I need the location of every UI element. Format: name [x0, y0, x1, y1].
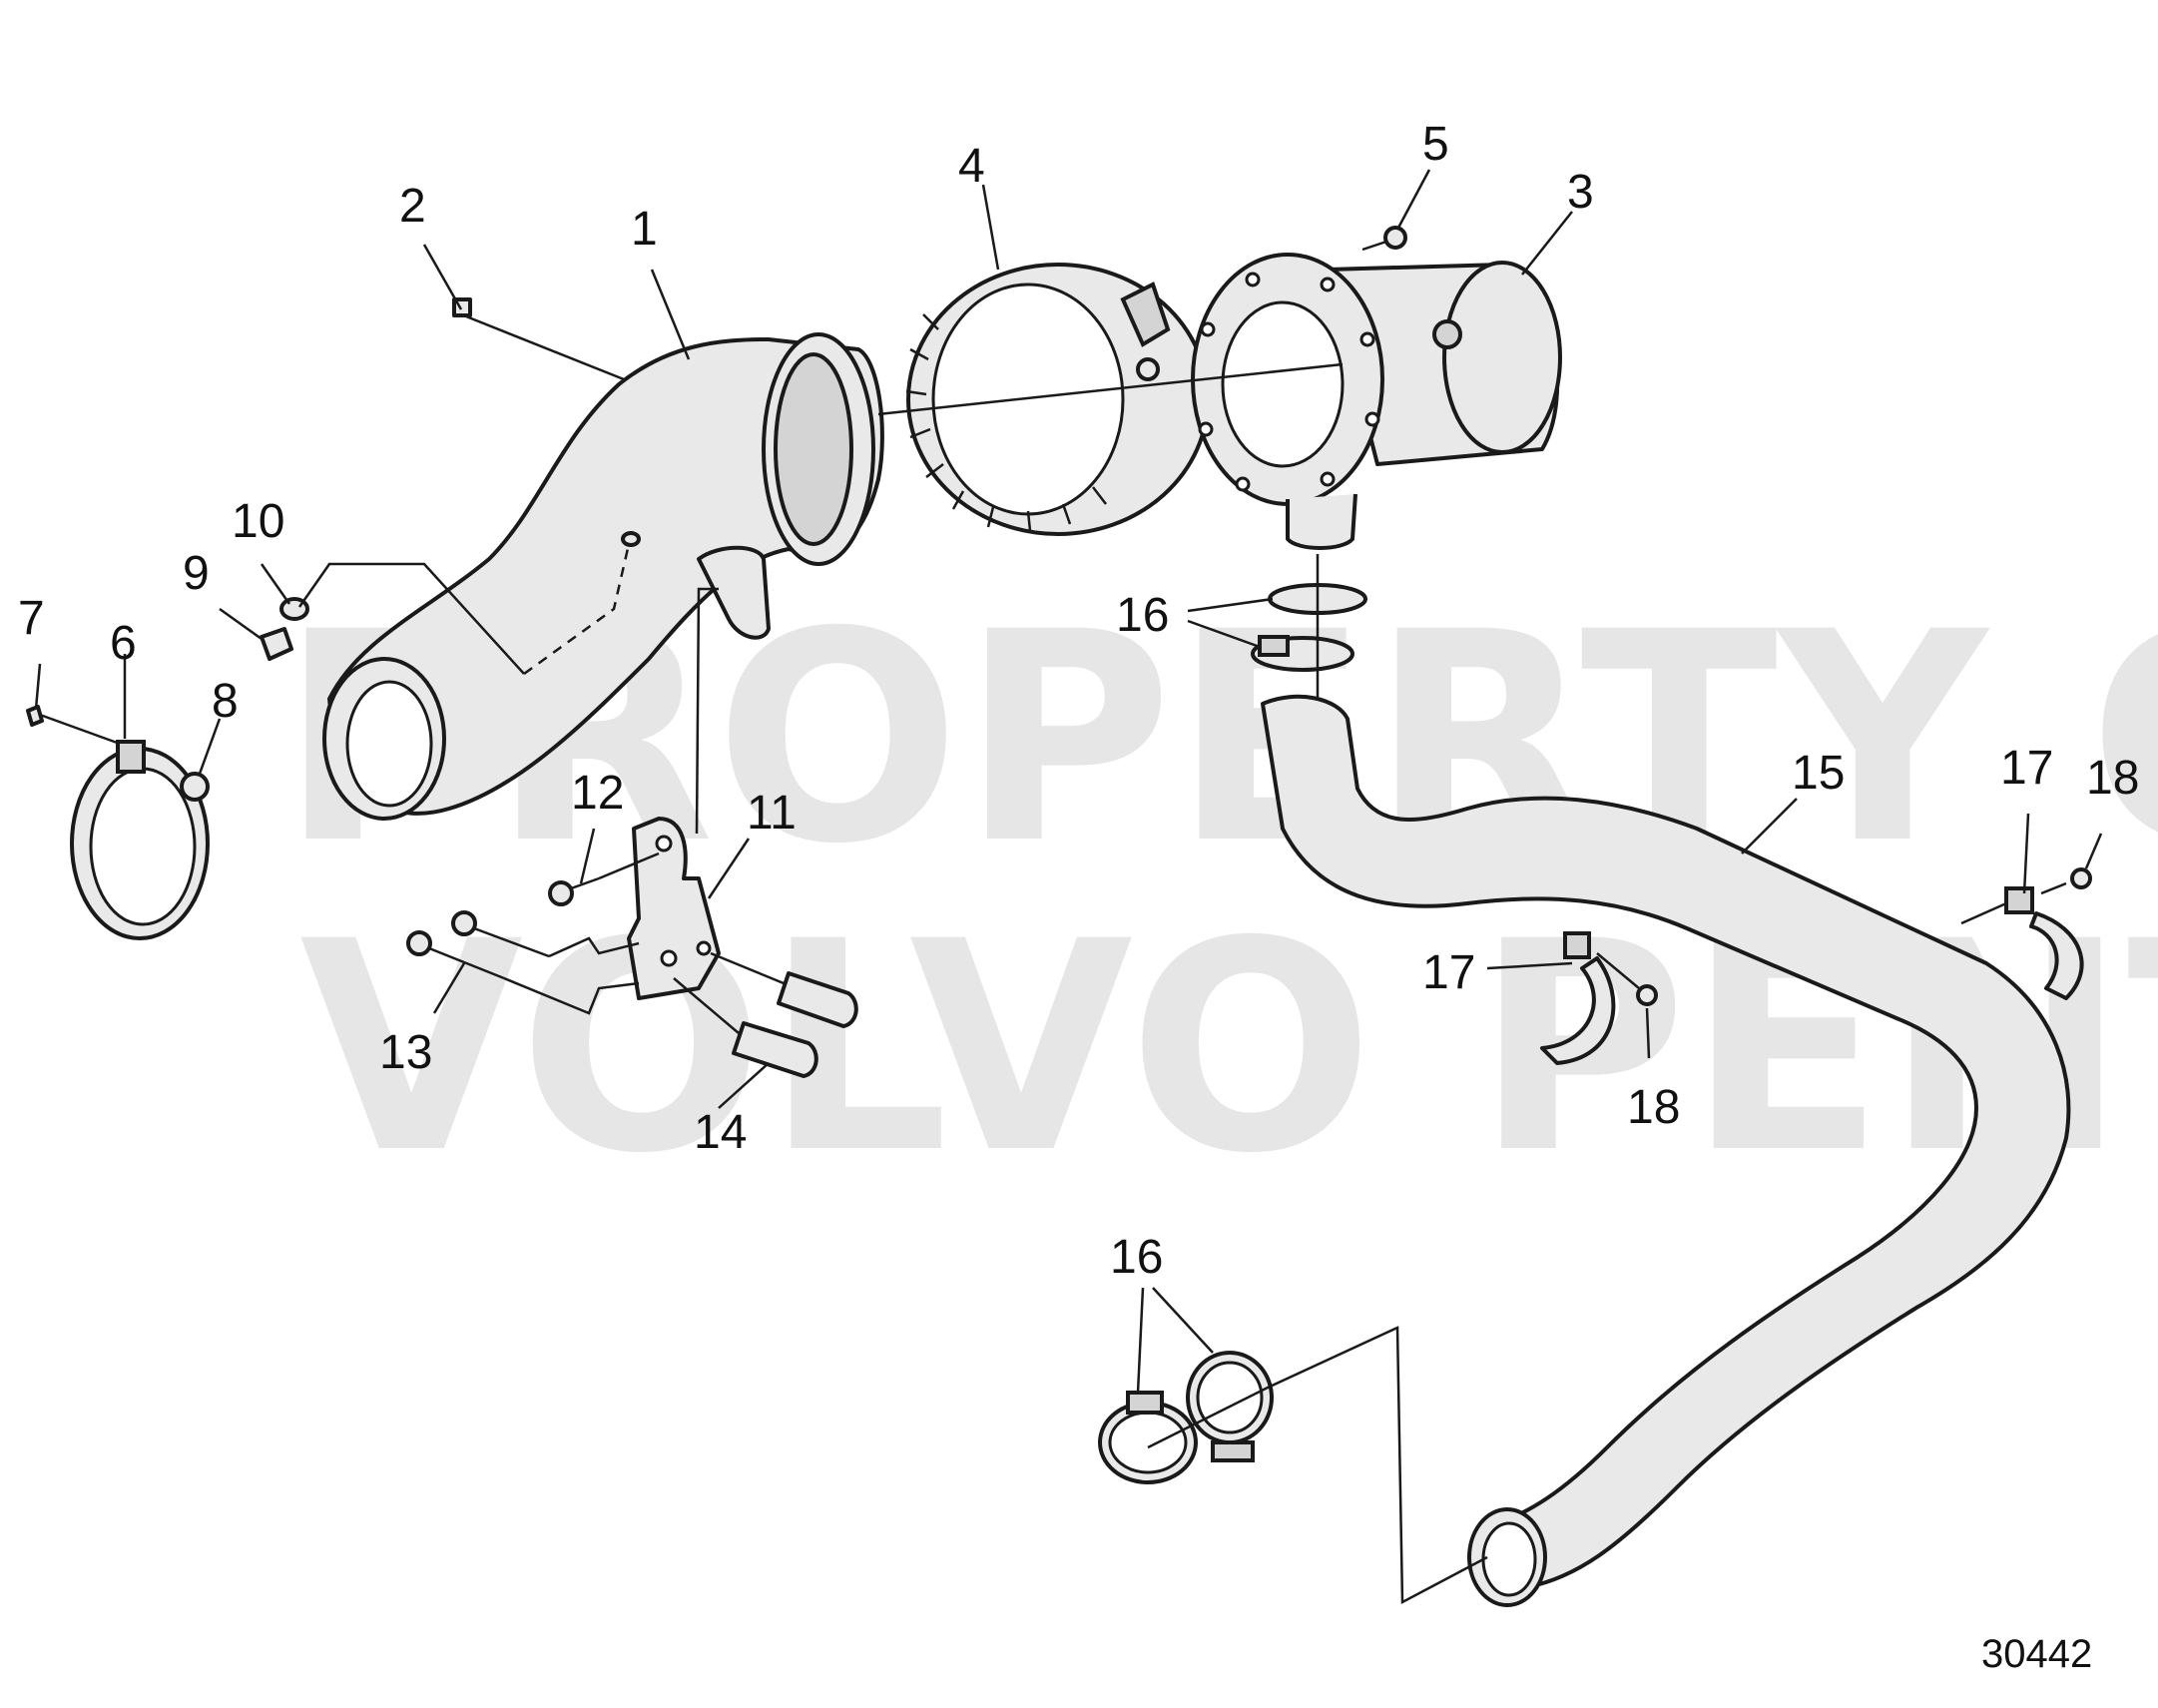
- part-5-screw: [1361, 226, 1407, 252]
- callout-2: 2: [399, 180, 426, 233]
- callout-15: 15: [1792, 747, 1845, 800]
- part-1-elbow-pipe: [322, 332, 884, 821]
- assembly-axis-upper: [877, 362, 1344, 416]
- callout-16-upper: 16: [1116, 589, 1169, 642]
- callout-14: 14: [694, 1106, 747, 1159]
- callout-12: 12: [571, 767, 624, 820]
- callouts: 1 2 3 4 5 6 7 8 9 10 11 12 13 14 15 16 1…: [18, 118, 2139, 1284]
- callout-8: 8: [212, 675, 239, 728]
- callout-18-right: 18: [2086, 752, 2139, 805]
- part-17-clip-left: [1540, 931, 1616, 1065]
- part-14-spacers: [673, 951, 858, 1078]
- callout-10: 10: [232, 495, 284, 548]
- part-18-screw-right: [2040, 867, 2092, 895]
- part-13-bolts: [406, 910, 640, 1015]
- part-4-finned-ring: [905, 263, 1210, 536]
- callout-11: 11: [747, 787, 797, 840]
- part-15-hose: [1261, 694, 2071, 1607]
- part-12-bolt: [548, 852, 660, 906]
- leader-lines: [34, 169, 2103, 1394]
- callout-7: 7: [18, 592, 45, 645]
- callout-17-right: 17: [2000, 742, 2053, 795]
- callout-3: 3: [1567, 166, 1594, 219]
- part-9-plug: [260, 627, 293, 661]
- part-3-cylinder-housing: [1191, 253, 1562, 550]
- callout-18-lower: 18: [1627, 1081, 1680, 1134]
- part-18-screw-left: [1596, 952, 1658, 1006]
- callout-4: 4: [958, 140, 985, 193]
- part-17-clip-right: [1960, 886, 2084, 1000]
- callout-13: 13: [379, 1026, 432, 1079]
- part-6-v-band-clamp: [70, 740, 210, 940]
- part-7-bolt: [26, 705, 121, 746]
- assembly-axis-lower: [1147, 1326, 1488, 1605]
- callout-9: 9: [183, 547, 210, 600]
- callout-1: 1: [631, 203, 658, 256]
- reference-number: 30442: [1981, 1632, 2092, 1676]
- part-16-clamps-lower: [1098, 1351, 1274, 1484]
- callout-5: 5: [1422, 118, 1449, 171]
- callout-17-left: 17: [1422, 946, 1475, 999]
- part-8-nut: [180, 772, 210, 802]
- assembly-axis-bracket: [695, 587, 719, 835]
- part-16-clamps-upper: [1251, 554, 1367, 699]
- callout-6: 6: [110, 617, 137, 670]
- callout-16-lower: 16: [1110, 1231, 1163, 1284]
- part-11-bracket: [627, 817, 721, 1000]
